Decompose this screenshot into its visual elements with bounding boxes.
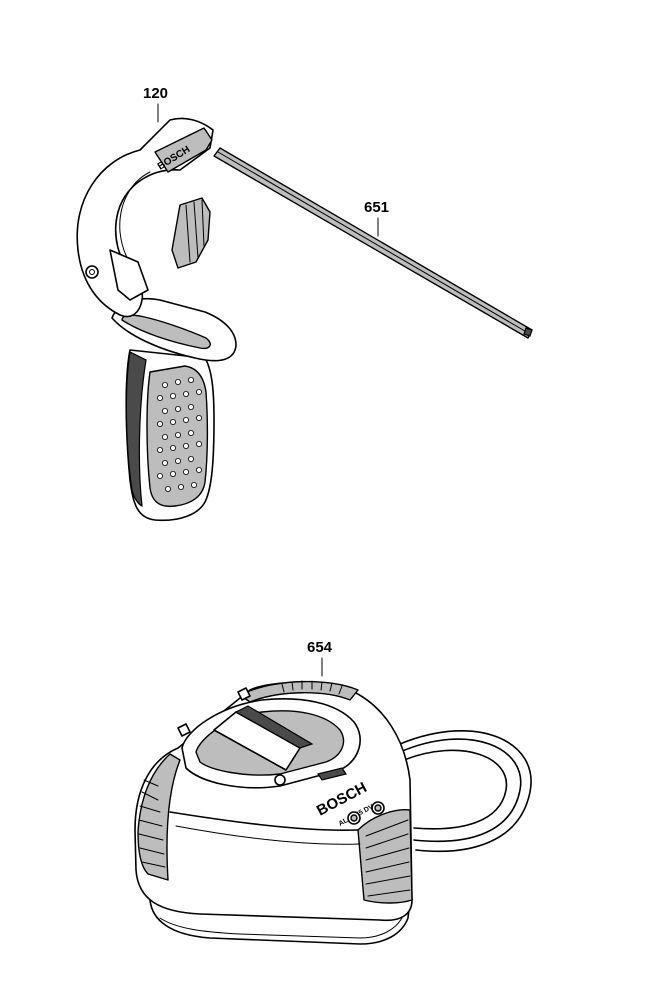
callout-120: 120: [143, 85, 168, 102]
charger-top-ridge: [239, 680, 359, 703]
handle-clamp-jaw: [109, 249, 149, 301]
depth-rod-part: 651: [213, 147, 533, 339]
battery-charger-part: 654: [134, 639, 532, 945]
depth-rod: [213, 147, 533, 339]
handle-brand-plate: [154, 127, 213, 173]
clamp-knob: [171, 197, 211, 269]
charger-pocket-hole: [274, 774, 286, 786]
charger-front-contour: [169, 811, 359, 832]
power-cord: [399, 730, 532, 853]
charger-right-vents: [357, 809, 413, 904]
charger-left-vents: [137, 753, 181, 881]
charger-indicator-slot: [317, 767, 347, 781]
charger-led-lights: [347, 801, 385, 825]
handle-screw-hole: [85, 265, 99, 279]
grip-edge: [125, 351, 147, 508]
grip-texture-dots: [156, 376, 202, 492]
callout-651: 651: [364, 199, 389, 216]
callout-654: 654: [307, 639, 333, 656]
auxiliary-handle-part: 120 BOSCH: [76, 85, 237, 522]
